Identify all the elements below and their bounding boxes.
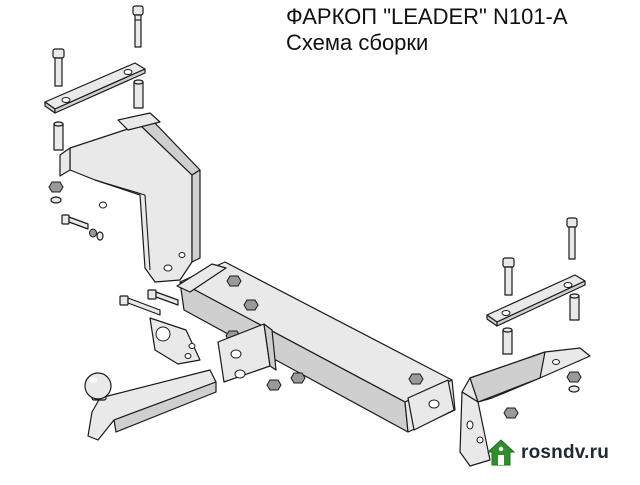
page-title: ФАРКОП "LEADER" N101-A <box>286 4 568 29</box>
plate-upper-left <box>44 62 146 114</box>
spacer-tube-left <box>53 121 64 151</box>
side-bracket-left <box>59 112 201 283</box>
watermark-site: rosndv.ru <box>521 442 610 463</box>
bolt-top-right-long <box>566 217 578 260</box>
spacer-tube-right <box>133 79 144 109</box>
bolt-left-short <box>52 48 65 87</box>
tow-ball-arm <box>84 369 217 441</box>
spacer-tube-right-upper <box>569 293 580 321</box>
bolt-right-short <box>502 257 515 296</box>
bolts-socket <box>119 289 179 316</box>
plate-upper-right <box>486 274 586 327</box>
electrical-socket-plate <box>149 317 201 365</box>
watermark: rosndv.ru <box>486 437 609 469</box>
house-logo-icon <box>486 439 516 466</box>
title-block: ФАРКОП "LEADER" N101-A Схема сборки <box>286 4 568 56</box>
bolt-side-left <box>61 214 104 241</box>
bolt-top-left-long <box>132 5 144 48</box>
nuts-beam-right <box>266 372 424 391</box>
side-bracket-right <box>459 347 591 467</box>
nut-washer-left-upper <box>48 181 64 204</box>
spacer-tube-right-lower <box>502 327 513 355</box>
page-subtitle: Схема сборки <box>286 30 429 55</box>
nut-washer-right <box>503 371 582 419</box>
cross-beam <box>176 261 456 433</box>
ball-mount-plate <box>217 323 277 383</box>
